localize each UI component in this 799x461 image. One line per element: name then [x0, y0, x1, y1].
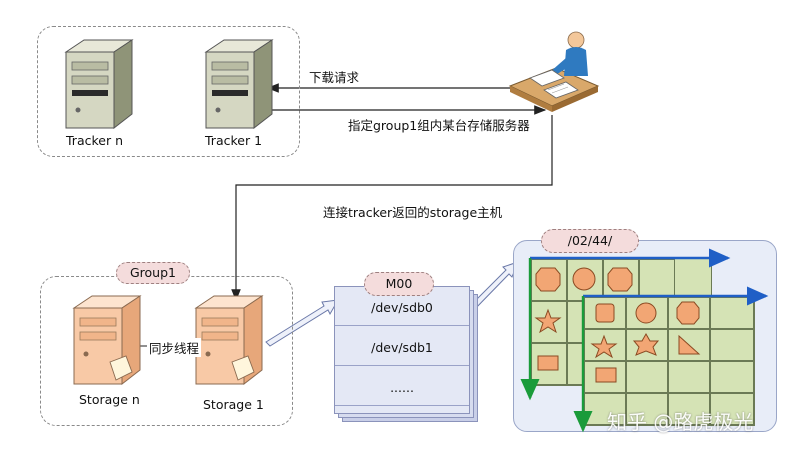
- tracker-1-server-icon: [204, 39, 274, 130]
- client-user-icon: [508, 31, 600, 112]
- directory-grid-front-shapes: [590, 301, 701, 383]
- disk-sdb1: /dev/sdb1: [335, 331, 469, 366]
- star-icon: [534, 308, 562, 334]
- star-icon: [590, 334, 618, 359]
- disk-more: ......: [335, 371, 469, 406]
- triangle-icon: [678, 334, 701, 355]
- tracker-cluster: [37, 26, 300, 157]
- watermark: 知乎 @路虎极光: [607, 410, 754, 434]
- rectangle-icon: [595, 367, 617, 383]
- storage-1-server-icon: [194, 295, 264, 386]
- group-label: Group1: [116, 262, 190, 284]
- directory-grid-back-shapes: [534, 267, 633, 371]
- tracker-n-server-icon: [64, 39, 134, 130]
- tracker-1-label: Tracker 1: [205, 133, 263, 148]
- rounded-square-icon: [595, 303, 615, 323]
- circle-icon: [572, 267, 596, 291]
- octagon-icon: [676, 301, 700, 325]
- download-request-label: 下载请求: [309, 70, 360, 85]
- disk-sdb0: /dev/sdb0: [335, 291, 469, 326]
- tracker-n-label: Tracker n: [66, 133, 123, 148]
- octagon-icon: [607, 267, 633, 292]
- circle-icon: [635, 302, 657, 324]
- octagon-icon: [535, 267, 561, 292]
- connect-storage-label: 连接tracker返回的storage主机: [323, 205, 503, 220]
- rectangle-icon: [537, 355, 559, 371]
- directory-label: /02/44/: [541, 229, 639, 253]
- storage-1-label: Storage 1: [203, 397, 264, 412]
- storage-n-label: Storage n: [79, 392, 140, 407]
- star6-icon: [632, 332, 660, 356]
- connect-storage-arrow: [231, 115, 553, 302]
- assign-server-label: 指定group1组内某台存储服务器: [348, 118, 530, 133]
- sync-thread-label: 同步线程: [147, 338, 202, 357]
- storage-n-server-icon: [72, 295, 142, 386]
- store-path-label: M00: [364, 272, 434, 296]
